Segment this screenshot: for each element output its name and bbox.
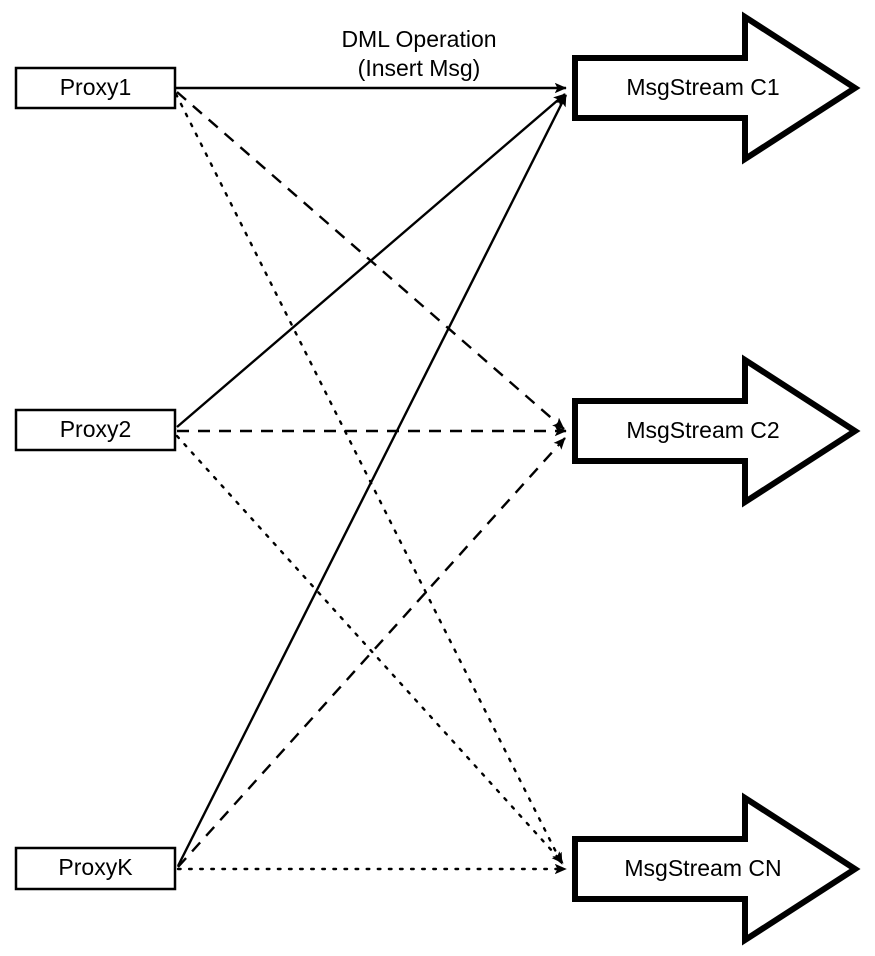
proxy1-box[interactable] — [14, 66, 177, 110]
annotation-line-1: DML Operation — [341, 26, 496, 52]
stream-node-cn[interactable]: MsgStream CN — [572, 792, 861, 946]
proxy-node-proxyk[interactable]: ProxyK — [14, 846, 177, 891]
proxy1-label: Proxy1 — [60, 74, 132, 100]
proxy2-box[interactable] — [14, 408, 177, 452]
proxyk-box[interactable] — [14, 846, 177, 891]
cn-block-arrow[interactable] — [572, 792, 861, 946]
connection-proxy1-to-cn — [174, 92, 564, 866]
c1-label: MsgStream C1 — [626, 74, 779, 100]
c1-block-arrow[interactable] — [572, 11, 861, 165]
connection-layer — [174, 82, 568, 875]
connection-proxy2-to-cn — [175, 434, 565, 865]
c2-label: MsgStream C2 — [626, 417, 779, 443]
proxyk-label: ProxyK — [58, 854, 133, 880]
c2-block-arrow[interactable] — [572, 354, 861, 508]
stream-node-c2[interactable]: MsgStream C2 — [572, 354, 861, 508]
stream-node-c1[interactable]: MsgStream C1 — [572, 11, 861, 165]
connection-proxyk-to-c1 — [176, 94, 568, 867]
proxy2-label: Proxy2 — [60, 416, 132, 442]
annotation-line-2: (Insert Msg) — [358, 55, 481, 81]
connection-proxy2-to-c1 — [176, 93, 566, 428]
cn-label: MsgStream CN — [624, 855, 781, 881]
proxy-node-proxy2[interactable]: Proxy2 — [14, 408, 177, 452]
proxy-node-proxy1[interactable]: Proxy1 — [14, 66, 177, 110]
edge-annotation-dml-operation: DML Operation (Insert Msg) — [341, 26, 496, 81]
